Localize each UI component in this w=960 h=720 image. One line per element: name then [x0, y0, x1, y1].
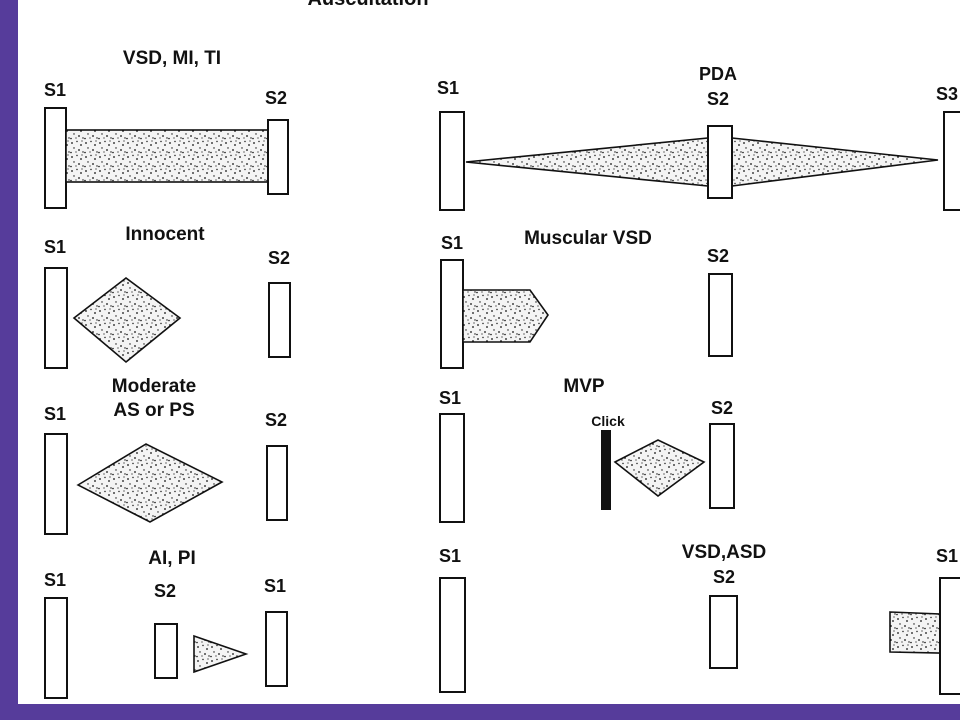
mid-diastolic-murmur [889, 611, 941, 654]
s1-bar [44, 267, 68, 369]
panel-muscular-vsd: S1 Muscular VSD S2 [440, 228, 733, 369]
s1-bar [439, 577, 466, 693]
panel-moderate-as-ps: Moderate AS or PS S1 S2 [44, 376, 288, 535]
panel-heading-line2: AS or PS [113, 400, 194, 421]
diagram-title: Auscultation [307, 0, 428, 10]
panel-heading: Innocent [125, 224, 205, 245]
s2-label: S2 [265, 88, 287, 108]
late-systolic-murmur [613, 439, 706, 498]
panel-heading: VSD, MI, TI [123, 48, 221, 69]
click-label: Click [591, 413, 625, 429]
panel-heading: PDA [699, 64, 737, 84]
s2-label: S2 [711, 398, 733, 418]
s2-bar [707, 125, 733, 199]
s2-label: S2 [154, 581, 176, 601]
s2-label: S2 [707, 246, 729, 266]
panel-heading: MVP [563, 376, 605, 397]
panel-heading: VSD,ASD [682, 542, 766, 563]
panel-pda: S1 PDA S2 S3 [437, 64, 960, 211]
s2-label: S2 [707, 89, 729, 109]
s1-label: S1 [44, 237, 66, 257]
s1-label: S1 [439, 388, 461, 408]
panel-vsd-mi-ti: VSD, MI, TI S1 S2 [44, 48, 289, 209]
s2-label: S2 [268, 248, 290, 268]
panel-heading-line1: Moderate [112, 376, 196, 397]
s1-bar [44, 597, 68, 699]
s2-bar [708, 273, 733, 357]
s1-bar [440, 259, 464, 369]
panel-ai-pi: AI, PI S1 S2 S1 [44, 548, 288, 699]
click-marker [601, 430, 611, 510]
s1-bar [439, 413, 465, 523]
s1-label: S1 [439, 546, 461, 566]
panel-innocent: Innocent S1 S2 [44, 224, 291, 369]
s2-label: S2 [265, 410, 287, 430]
s1-label: S1 [44, 570, 66, 590]
s1-right-label: S1 [936, 546, 958, 566]
panel-heading: AI, PI [148, 548, 196, 569]
s3-label: S3 [936, 84, 958, 104]
s1-right-bar [939, 577, 960, 695]
s2-bar [154, 623, 178, 679]
innocent-murmur [72, 276, 182, 364]
s1-bar [44, 107, 67, 209]
murmur-diagram: Auscultation VSD, MI, TI S1 S2 S1 PDA S2… [44, 0, 960, 699]
s1-label: S1 [441, 233, 463, 253]
holosystolic-murmur [65, 129, 269, 183]
s2-bar [709, 595, 738, 669]
continuous-murmur [465, 137, 709, 187]
s2-bar [266, 445, 288, 521]
continuous-murmur-tail [731, 137, 939, 187]
s1-label: S1 [44, 80, 66, 100]
s1-second-label: S1 [264, 576, 286, 596]
s1-label: S1 [437, 78, 459, 98]
s1-bar [439, 111, 465, 211]
panel-vsd-asd: S1 VSD,ASD S2 S1 [439, 542, 960, 695]
s2-bar [267, 119, 289, 195]
diastolic-murmur [193, 634, 249, 674]
s2-label: S2 [713, 567, 735, 587]
ejection-murmur [76, 443, 224, 523]
slide-frame: Auscultation VSD, MI, TI S1 S2 S1 PDA S2… [18, 0, 960, 704]
s3-bar [943, 111, 960, 211]
early-systolic-murmur [462, 289, 549, 343]
s1-label: S1 [44, 404, 66, 424]
s1-second-bar [265, 611, 288, 687]
s1-bar [44, 433, 68, 535]
panel-mvp: S1 MVP Click S2 [439, 376, 735, 523]
s2-bar [268, 282, 291, 358]
panel-heading: Muscular VSD [524, 228, 652, 249]
s2-bar [709, 423, 735, 509]
